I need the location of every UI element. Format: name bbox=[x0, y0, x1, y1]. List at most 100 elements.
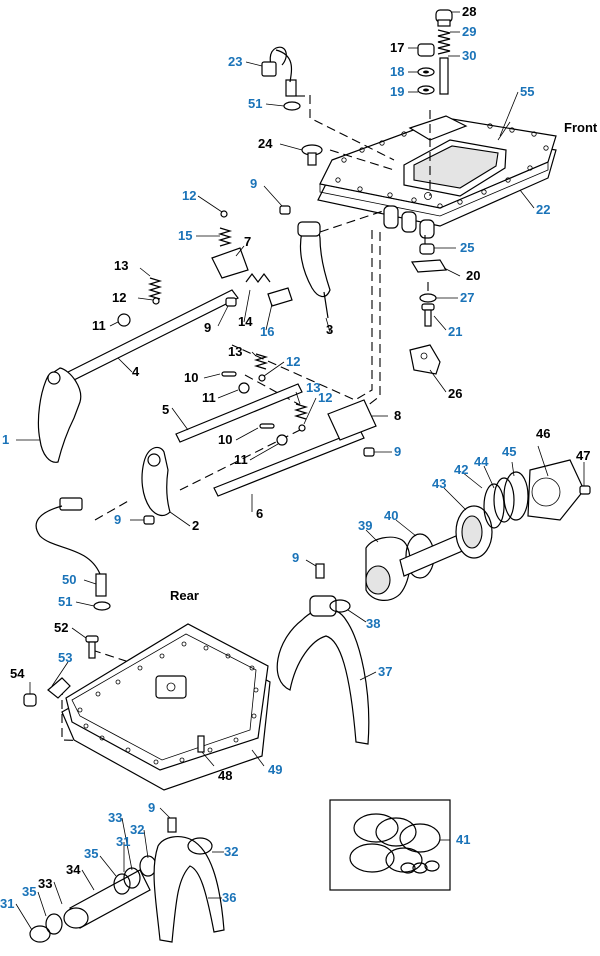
top-cover-assembly bbox=[317, 115, 557, 239]
callout-17: 17 bbox=[390, 40, 404, 55]
callout-18: 18 bbox=[390, 64, 404, 79]
pin-30 bbox=[439, 57, 449, 95]
callout-12a: 12 bbox=[182, 188, 196, 203]
callout-2: 2 bbox=[192, 518, 199, 533]
cover-46 bbox=[527, 459, 585, 521]
callout-7: 7 bbox=[244, 234, 251, 249]
rear-cover-assembly bbox=[61, 623, 271, 791]
callout-37: 37 bbox=[378, 664, 392, 679]
callout-15: 15 bbox=[178, 228, 192, 243]
callout-13c: 13 bbox=[306, 380, 320, 395]
callout-3: 3 bbox=[326, 322, 333, 337]
orientation-labels: Front Rear bbox=[170, 120, 598, 603]
callout-52: 52 bbox=[54, 620, 68, 635]
callout-19: 19 bbox=[390, 84, 404, 99]
piston-31-36-group bbox=[29, 817, 225, 943]
callout-11a: 11 bbox=[92, 318, 106, 333]
callout-5: 5 bbox=[162, 402, 169, 417]
washer-19 bbox=[417, 85, 435, 95]
callout-33a: 33 bbox=[108, 810, 122, 825]
callout-53: 53 bbox=[58, 650, 72, 665]
bolt-21 bbox=[421, 303, 435, 327]
callout-45: 45 bbox=[502, 444, 516, 459]
callout-43: 43 bbox=[432, 476, 446, 491]
callout-27: 27 bbox=[460, 290, 474, 305]
callout-16: 16 bbox=[260, 324, 274, 339]
callout-39: 39 bbox=[358, 518, 372, 533]
callout-48: 48 bbox=[218, 768, 232, 783]
callout-8: 8 bbox=[394, 408, 401, 423]
callout-24: 24 bbox=[258, 136, 273, 151]
callout-41: 41 bbox=[456, 832, 470, 847]
fork-37 bbox=[276, 563, 370, 745]
callout-9d: 9 bbox=[114, 512, 121, 527]
seal-kit-41 bbox=[329, 799, 451, 891]
callout-23: 23 bbox=[228, 54, 242, 69]
callout-32b: 32 bbox=[224, 844, 238, 859]
callout-6: 6 bbox=[256, 506, 263, 521]
spring-29 bbox=[437, 29, 451, 55]
o-ring-51-rear bbox=[93, 601, 111, 611]
callout-9a: 9 bbox=[250, 176, 257, 191]
callout-12d: 12 bbox=[318, 390, 332, 405]
callout-38: 38 bbox=[366, 616, 380, 631]
plug-54 bbox=[23, 693, 37, 707]
callout-12c: 12 bbox=[286, 354, 300, 369]
callout-31a: 31 bbox=[116, 834, 130, 849]
nut-17 bbox=[417, 43, 435, 57]
callout-13a: 13 bbox=[114, 258, 128, 273]
callout-10b: 10 bbox=[218, 432, 232, 447]
callout-9f: 9 bbox=[148, 800, 155, 815]
washer-18 bbox=[417, 67, 435, 77]
callout-9b: 9 bbox=[204, 320, 211, 335]
rod-5 bbox=[175, 383, 303, 443]
rod-6 bbox=[213, 429, 365, 497]
callout-30: 30 bbox=[462, 48, 476, 63]
callout-9c: 9 bbox=[394, 444, 401, 459]
callout-50: 50 bbox=[62, 572, 76, 587]
callout-40: 40 bbox=[384, 508, 398, 523]
rear-label: Rear bbox=[170, 588, 199, 603]
callout-34: 34 bbox=[66, 862, 81, 877]
callout-4: 4 bbox=[132, 364, 140, 379]
callout-47: 47 bbox=[576, 448, 590, 463]
washer-27 bbox=[419, 293, 437, 303]
callout-12b: 12 bbox=[112, 290, 126, 305]
callout-25: 25 bbox=[460, 240, 474, 255]
callout-28: 28 bbox=[462, 4, 476, 19]
elbow-53 bbox=[47, 677, 71, 699]
callout-20: 20 bbox=[466, 268, 480, 283]
callout-10a: 10 bbox=[184, 370, 198, 385]
callout-55: 55 bbox=[520, 84, 534, 99]
bushing-25 bbox=[419, 243, 435, 255]
fork-1 bbox=[37, 367, 82, 463]
callout-46: 46 bbox=[536, 426, 550, 441]
callout-29: 29 bbox=[462, 24, 476, 39]
callout-21: 21 bbox=[448, 324, 462, 339]
harness-50 bbox=[35, 497, 107, 597]
callout-13b: 13 bbox=[228, 344, 242, 359]
o-ring-51-top bbox=[283, 101, 301, 111]
bolt-52 bbox=[85, 635, 99, 659]
callout-11c: 11 bbox=[234, 452, 248, 467]
connector-lines bbox=[54, 95, 431, 743]
rod-4-group bbox=[37, 205, 331, 463]
cap-28 bbox=[435, 9, 453, 27]
rod-4 bbox=[59, 289, 239, 385]
callout-31b: 31 bbox=[0, 896, 14, 911]
callout-11b: 11 bbox=[202, 390, 216, 405]
callout-22: 22 bbox=[536, 202, 550, 217]
callout-14: 14 bbox=[238, 314, 253, 329]
callout-35a: 35 bbox=[84, 846, 98, 861]
callout-26: 26 bbox=[448, 386, 462, 401]
callout-1: 1 bbox=[2, 432, 9, 447]
callout-44: 44 bbox=[474, 454, 489, 469]
plug-24 bbox=[301, 144, 323, 166]
access-plate bbox=[408, 115, 468, 141]
fork-2 bbox=[141, 446, 171, 517]
callout-9e: 9 bbox=[292, 550, 299, 565]
callout-32a: 32 bbox=[130, 822, 144, 837]
callout-51b: 51 bbox=[58, 594, 72, 609]
leader-lines bbox=[15, 11, 585, 931]
